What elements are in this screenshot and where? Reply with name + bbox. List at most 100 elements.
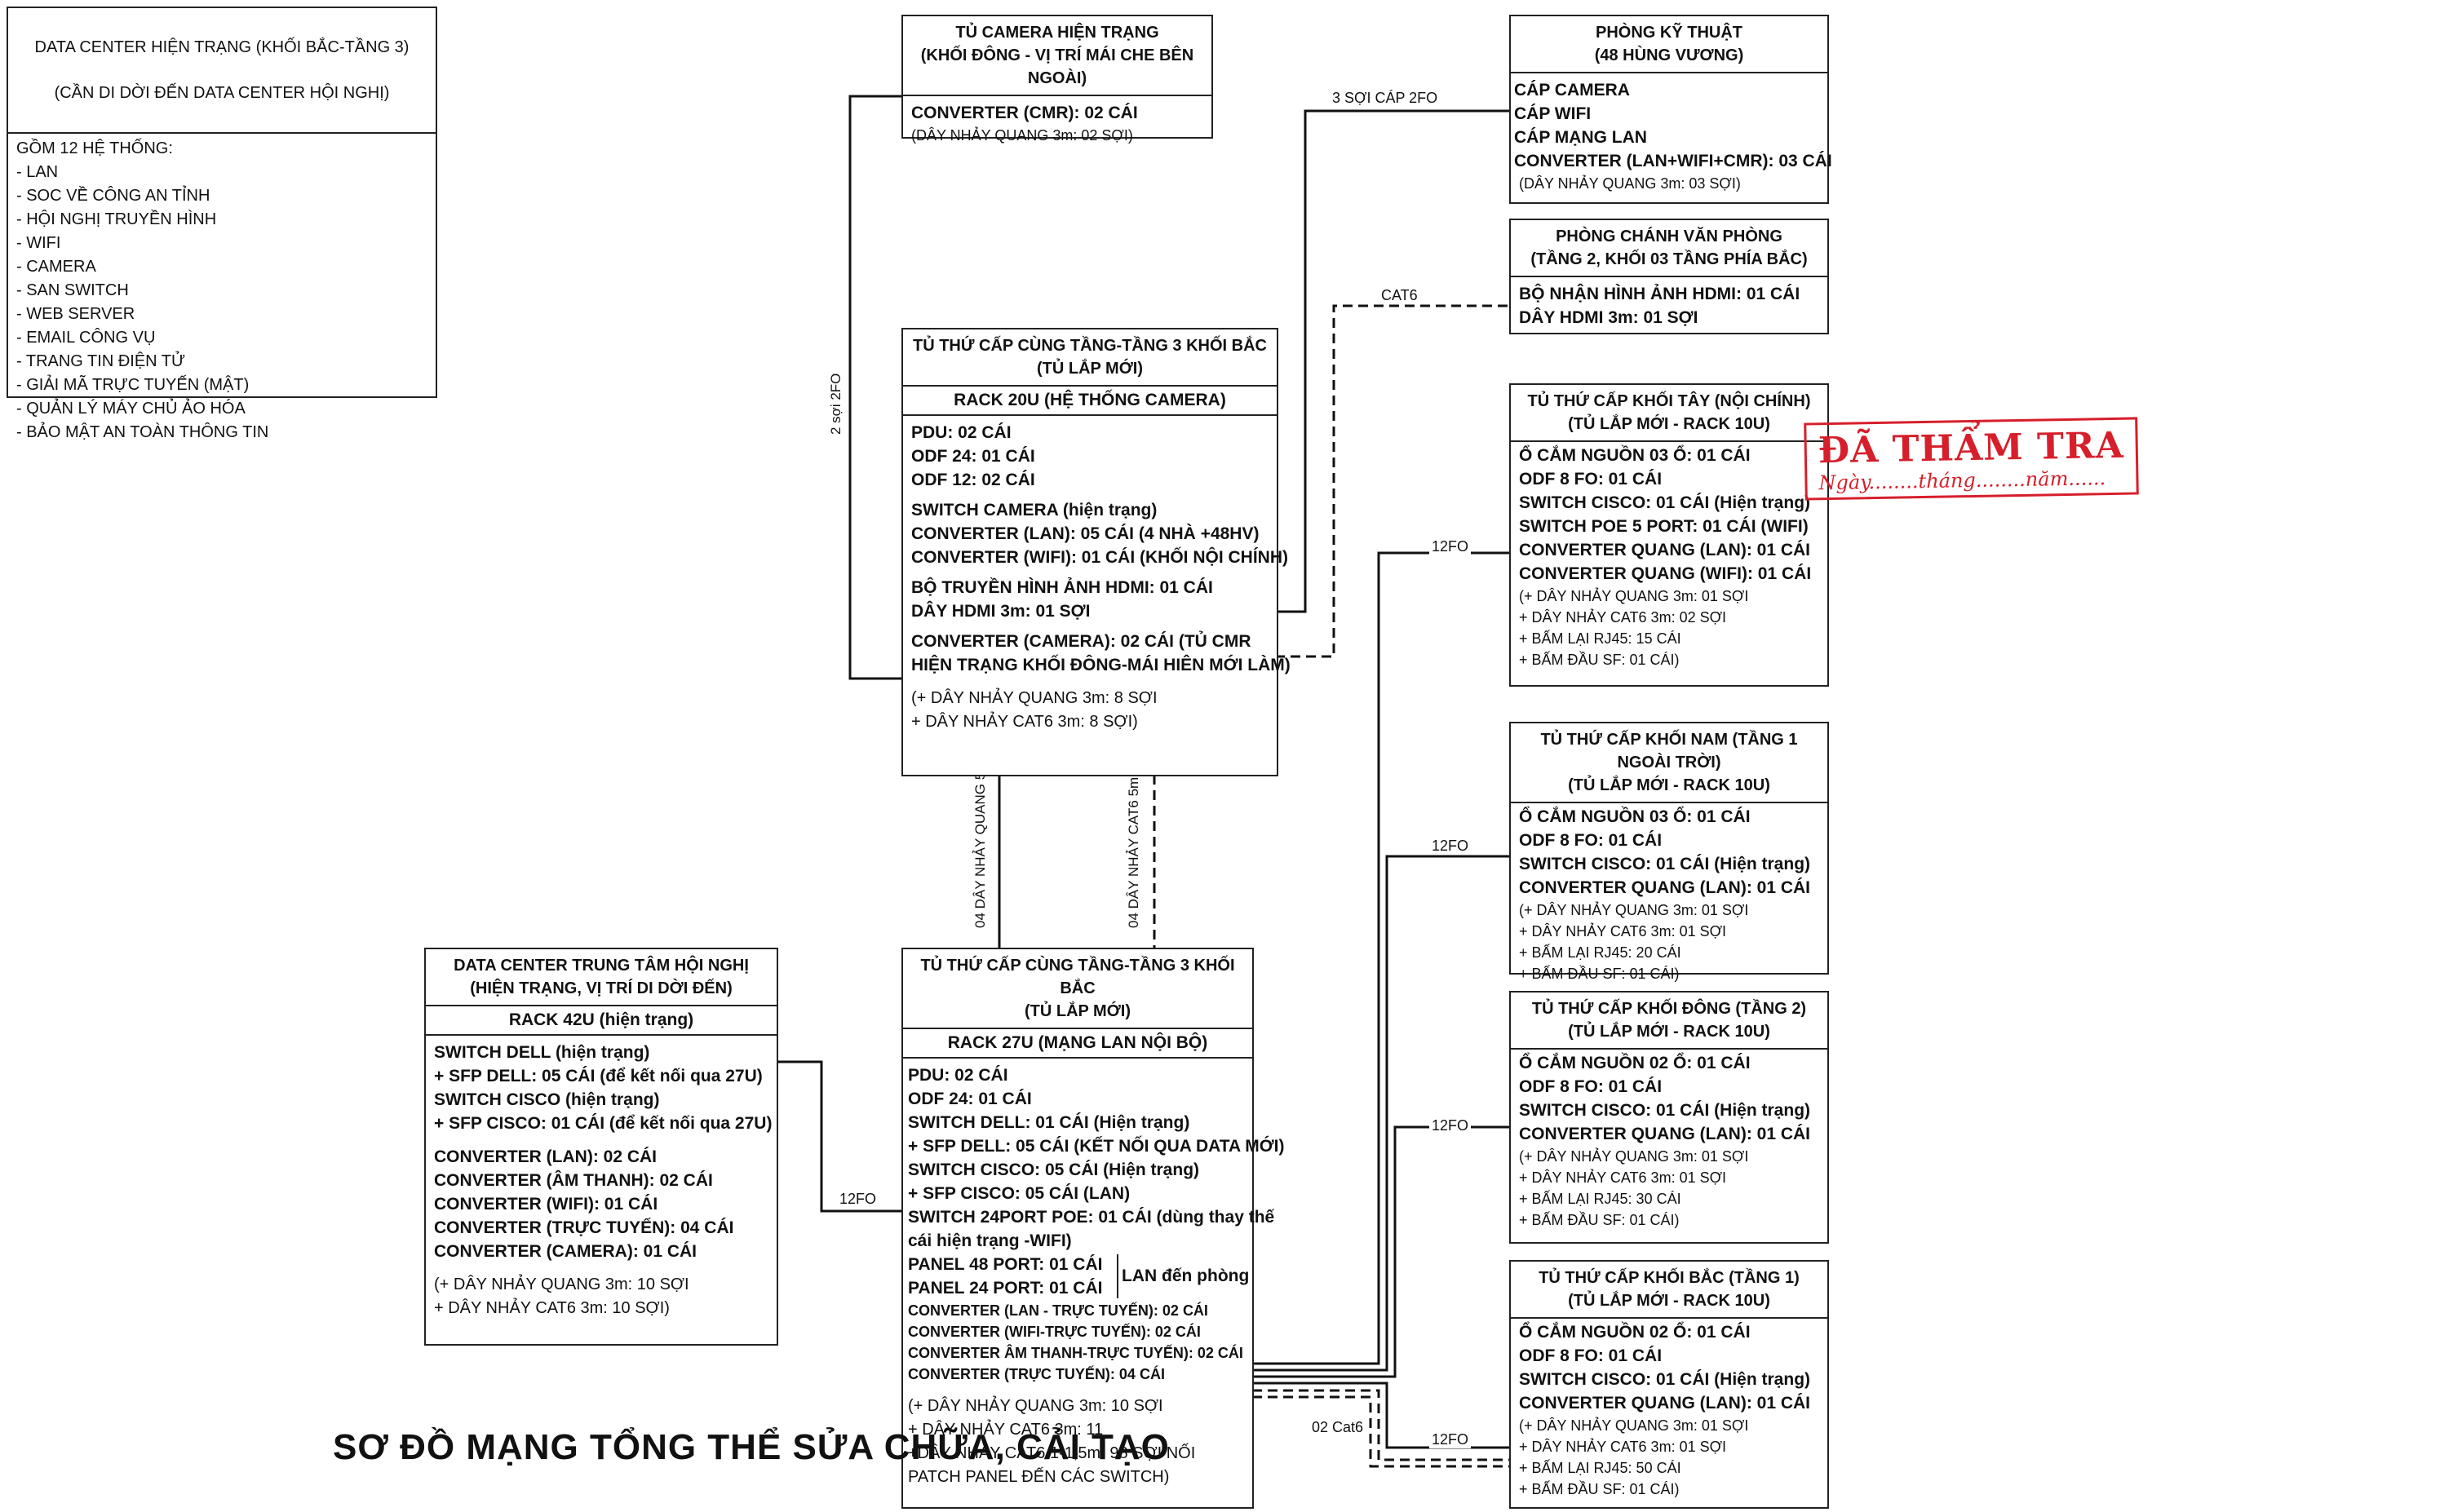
- office-room-title: PHÒNG CHÁNH VĂN PHÒNG (TẦNG 2, KHỐI 03 T…: [1511, 220, 1827, 277]
- rack27-note: PATCH PANEL ĐẾN CÁC SWITCH): [908, 1468, 1170, 1486]
- link-to-south: [1252, 855, 1509, 1372]
- label-cat6-5m: 04 DÂY NHẢY CAT6 5m: [1126, 775, 1142, 930]
- tech-room-line: CÁP MẠNG LAN: [1514, 128, 1647, 147]
- south-note: + BẤM LẠI RJ45: 20 CÁI: [1519, 944, 1681, 961]
- rack42-note: (+ DÂY NHẢY QUANG 3m: 10 SỢI: [434, 1275, 689, 1293]
- south-note: (+ DÂY NHẢY QUANG 3m: 01 SỢI: [1519, 902, 1749, 918]
- north-cabinet-box: TỦ THỨ CẤP KHỐI BẮC (TẦNG 1) (TỦ LẮP MỚI…: [1509, 1260, 1829, 1509]
- rack20-line: DÂY HDMI 3m: 01 SỢI: [911, 602, 1091, 621]
- north-line: SWITCH CISCO: 01 CÁI (Hiện trạng): [1519, 1370, 1811, 1389]
- label-cam-rack20: 2 sợi 2FO: [828, 371, 844, 436]
- east-line: SWITCH CISCO: 01 CÁI (Hiện trạng): [1519, 1101, 1811, 1120]
- rack20-line: ODF 24: 01 CÁI: [911, 447, 1035, 466]
- stamp-date-line: Ngày........tháng........năm......: [1818, 466, 2106, 495]
- rack27-line: ODF 24: 01 CÁI: [908, 1090, 1032, 1108]
- system-item: - BẢO MẬT AN TOÀN THÔNG TIN: [16, 423, 269, 441]
- rack27-line: PANEL 48 PORT: 01 CÁI: [908, 1255, 1103, 1274]
- rack20-line: CONVERTER (LAN): 05 CÁI (4 NHÀ +48HV): [911, 524, 1260, 543]
- rack27-line: PDU: 02 CÁI: [908, 1066, 1008, 1085]
- system-item: - GIẢI MÃ TRỰC TUYẾN (MẬT): [16, 376, 250, 394]
- label-to-east: 12FO: [1429, 1117, 1472, 1134]
- tech-room-note: (DÂY NHẢY QUANG 3m: 03 SỢI): [1519, 175, 1741, 192]
- overview-intro: GỒM 12 HỆ THỐNG:: [16, 139, 173, 157]
- north-line: ODF 8 FO: 01 CÁI: [1519, 1346, 1663, 1365]
- north-note: + BẤM LẠI RJ45: 50 CÁI: [1519, 1460, 1681, 1476]
- rack27-line: CONVERTER (WIFI-TRỰC TUYẾN): 02 CÁI: [908, 1324, 1201, 1340]
- south-note: + BẤM ĐẦU SF: 01 CÁI): [1519, 966, 1680, 982]
- west-cabinet-box: TỦ THỨ CẤP KHỐI TÂY (NỘI CHÍNH) (TỦ LẮP …: [1509, 383, 1829, 687]
- stamp-main-text: ĐÃ THẨM TRA: [1818, 424, 2125, 472]
- camera-cabinet-title: TỦ CAMERA HIỆN TRẠNG (KHỐI ĐÔNG - VỊ TRÍ…: [903, 16, 1211, 96]
- west-cabinet-title: TỦ THỨ CẤP KHỐI TÂY (NỘI CHÍNH) (TỦ LẮP …: [1511, 385, 1827, 442]
- rack42-box: DATA CENTER TRUNG TÂM HỘI NGHỊ (HIỆN TRẠ…: [424, 948, 778, 1346]
- rack42-line: CONVERTER (LAN): 02 CÁI: [434, 1147, 658, 1166]
- rack20-note: (+ DÂY NHẢY QUANG 3m: 8 SỢI: [911, 689, 1158, 707]
- system-item: - EMAIL CÔNG VỤ: [16, 329, 156, 347]
- rack27-note: + DÂY NHẢY CAT6 3m: 11: [908, 1421, 1104, 1439]
- tech-room-line: CÁP CAMERA: [1514, 81, 1630, 99]
- tech-room-line: CONVERTER (LAN+WIFI+CMR): 03 CÁI: [1514, 152, 1832, 170]
- label-cat6-bottom: 02 Cat6: [1309, 1419, 1366, 1436]
- rack27-line: cái hiện trạng -WIFI): [908, 1231, 1072, 1250]
- overview-box: DATA CENTER HIỆN TRẠNG (KHỐI BẮC-TẦNG 3)…: [7, 7, 437, 441]
- camera-cabinet-note: (DÂY NHẢY QUANG 3m: 02 SỢI): [911, 127, 1133, 144]
- rack42-note: + DÂY NHẢY CAT6 3m: 10 SỢI): [434, 1299, 670, 1317]
- link-rack20-office: [1275, 304, 1509, 658]
- east-cabinet-title: TỦ THỨ CẤP KHỐI ĐÔNG (TẦNG 2) (TỦ LẮP MỚ…: [1511, 993, 1827, 1050]
- rack42-line: SWITCH DELL (hiện trạng): [434, 1043, 650, 1062]
- rack42-line: CONVERTER (CAMERA): 01 CÁI: [434, 1242, 697, 1261]
- office-room-line: DÂY HDMI 3m: 01 SỢI: [1519, 308, 1698, 327]
- south-cabinet-box: TỦ THỨ CẤP KHỐI NAM (TẦNG 1 NGOÀI TRỜI) …: [1509, 722, 1829, 982]
- east-note: + DÂY NHẢY CAT6 3m: 01 SỢI: [1519, 1169, 1727, 1186]
- east-line: ODF 8 FO: 01 CÁI: [1519, 1077, 1663, 1096]
- rack20-line: CONVERTER (WIFI): 01 CÁI (KHỐI NỘI CHÍNH…: [911, 548, 1288, 567]
- rack27-line: + SFP DELL: 05 CÁI (KẾT NỐI QUA DATA MỚI…: [908, 1137, 1285, 1156]
- label-to-south: 12FO: [1429, 838, 1472, 855]
- link-cat6-bottom: [1252, 1389, 1509, 1461]
- rack20-label: RACK 20U (HỆ THỐNG CAMERA): [903, 385, 1277, 416]
- south-note: + DÂY NHẢY CAT6 3m: 01 SỢI: [1519, 923, 1727, 939]
- label-rack20-tech: 3 SỢI CÁP 2FO: [1330, 90, 1441, 107]
- rack20-line: CONVERTER (CAMERA): 02 CÁI (TỦ CMR: [911, 632, 1251, 651]
- rack42-title: DATA CENTER TRUNG TÂM HỘI NGHỊ (HIỆN TRẠ…: [426, 949, 777, 1006]
- west-note: + BẤM ĐẦU SF: 01 CÁI): [1519, 652, 1680, 668]
- rack27-line: CONVERTER ÂM THANH-TRỰC TUYẾN): 02 CÁI: [908, 1345, 1243, 1361]
- label-rack42-rack27: 12FO: [837, 1191, 879, 1208]
- north-note: + BẤM ĐẦU SF: 01 CÁI): [1519, 1481, 1680, 1497]
- south-cabinet-title: TỦ THỨ CẤP KHỐI NAM (TẦNG 1 NGOÀI TRỜI) …: [1511, 723, 1827, 803]
- link-to-west: [1252, 551, 1509, 1365]
- east-note: + BẤM ĐẦU SF: 01 CÁI): [1519, 1212, 1680, 1228]
- label-to-west: 12FO: [1429, 538, 1472, 555]
- rack27-line: SWITCH 24PORT POE: 01 CÁI (dùng thay thế: [908, 1208, 1275, 1227]
- rack42-line: SWITCH CISCO (hiện trạng): [434, 1090, 660, 1109]
- rack42-line: CONVERTER (TRỰC TUYẾN): 04 CÁI: [434, 1218, 734, 1237]
- tech-room-box: PHÒNG KỸ THUẬT (48 HÙNG VƯƠNG) CÁP CAMER…: [1509, 15, 1832, 204]
- rack27-panel-note: LAN đến phòng: [1122, 1267, 1250, 1285]
- rack42-label: RACK 42U (hiện trạng): [426, 1006, 777, 1036]
- east-note: + BẤM LẠI RJ45: 30 CÁI: [1519, 1191, 1681, 1207]
- rack20-title: TỦ THỨ CẤP CÙNG TẦNG-TẦNG 3 KHỐI BẮC (TỦ…: [913, 337, 1267, 378]
- south-line: ODF 8 FO: 01 CÁI: [1519, 831, 1663, 850]
- rack20-box: TỦ THỨ CẤP CÙNG TẦNG-TẦNG 3 KHỐI BẮC (TỦ…: [901, 328, 1291, 776]
- rack27-line: CONVERTER (LAN - TRỰC TUYẾN): 02 CÁI: [908, 1302, 1208, 1319]
- rack20-line: BỘ TRUYỀN HÌNH ẢNH HDMI: 01 CÁI: [911, 578, 1213, 597]
- west-note: + DÂY NHẢY CAT6 3m: 02 SỢI: [1519, 609, 1727, 626]
- system-item: - QUẢN LÝ MÁY CHỦ ẢO HÓA: [16, 400, 246, 418]
- system-item: - HỘI NGHỊ TRUYỀN HÌNH: [16, 210, 217, 228]
- system-item: - SAN SWITCH: [16, 281, 129, 299]
- east-cabinet-box: TỦ THỨ CẤP KHỐI ĐÔNG (TẦNG 2) (TỦ LẮP MỚ…: [1509, 991, 1829, 1244]
- rack27-line: SWITCH CISCO: 05 CÁI (Hiện trạng): [908, 1161, 1200, 1179]
- north-line: Ổ CẮM NGUỒN 02 Ổ: 01 CÁI: [1519, 1323, 1751, 1342]
- diagram-title: SƠ ĐỒ MẠNG TỔNG THỂ SỬA CHỮA, CẢI TẠO: [333, 1427, 1170, 1467]
- south-line: Ổ CẮM NGUỒN 03 Ổ: 01 CÁI: [1519, 807, 1751, 826]
- west-line: SWITCH CISCO: 01 CÁI (Hiện trạng): [1519, 493, 1811, 512]
- rack27-note: (+ DÂY NHẢY QUANG 3m: 10 SỢI: [908, 1397, 1163, 1415]
- link-rack42-rack27: [777, 1060, 901, 1213]
- tech-room-title: PHÒNG KỸ THUẬT (48 HÙNG VƯƠNG): [1511, 16, 1827, 73]
- rack42-line: + SFP DELL: 05 CÁI (để kết nối qua 27U): [434, 1067, 763, 1085]
- label-to-north: 12FO: [1429, 1431, 1472, 1448]
- overview-title: DATA CENTER HIỆN TRẠNG (KHỐI BẮC-TẦNG 3)…: [8, 8, 436, 134]
- system-item: - WEB SERVER: [16, 305, 135, 323]
- south-line: SWITCH CISCO: 01 CÁI (Hiện trạng): [1519, 855, 1811, 873]
